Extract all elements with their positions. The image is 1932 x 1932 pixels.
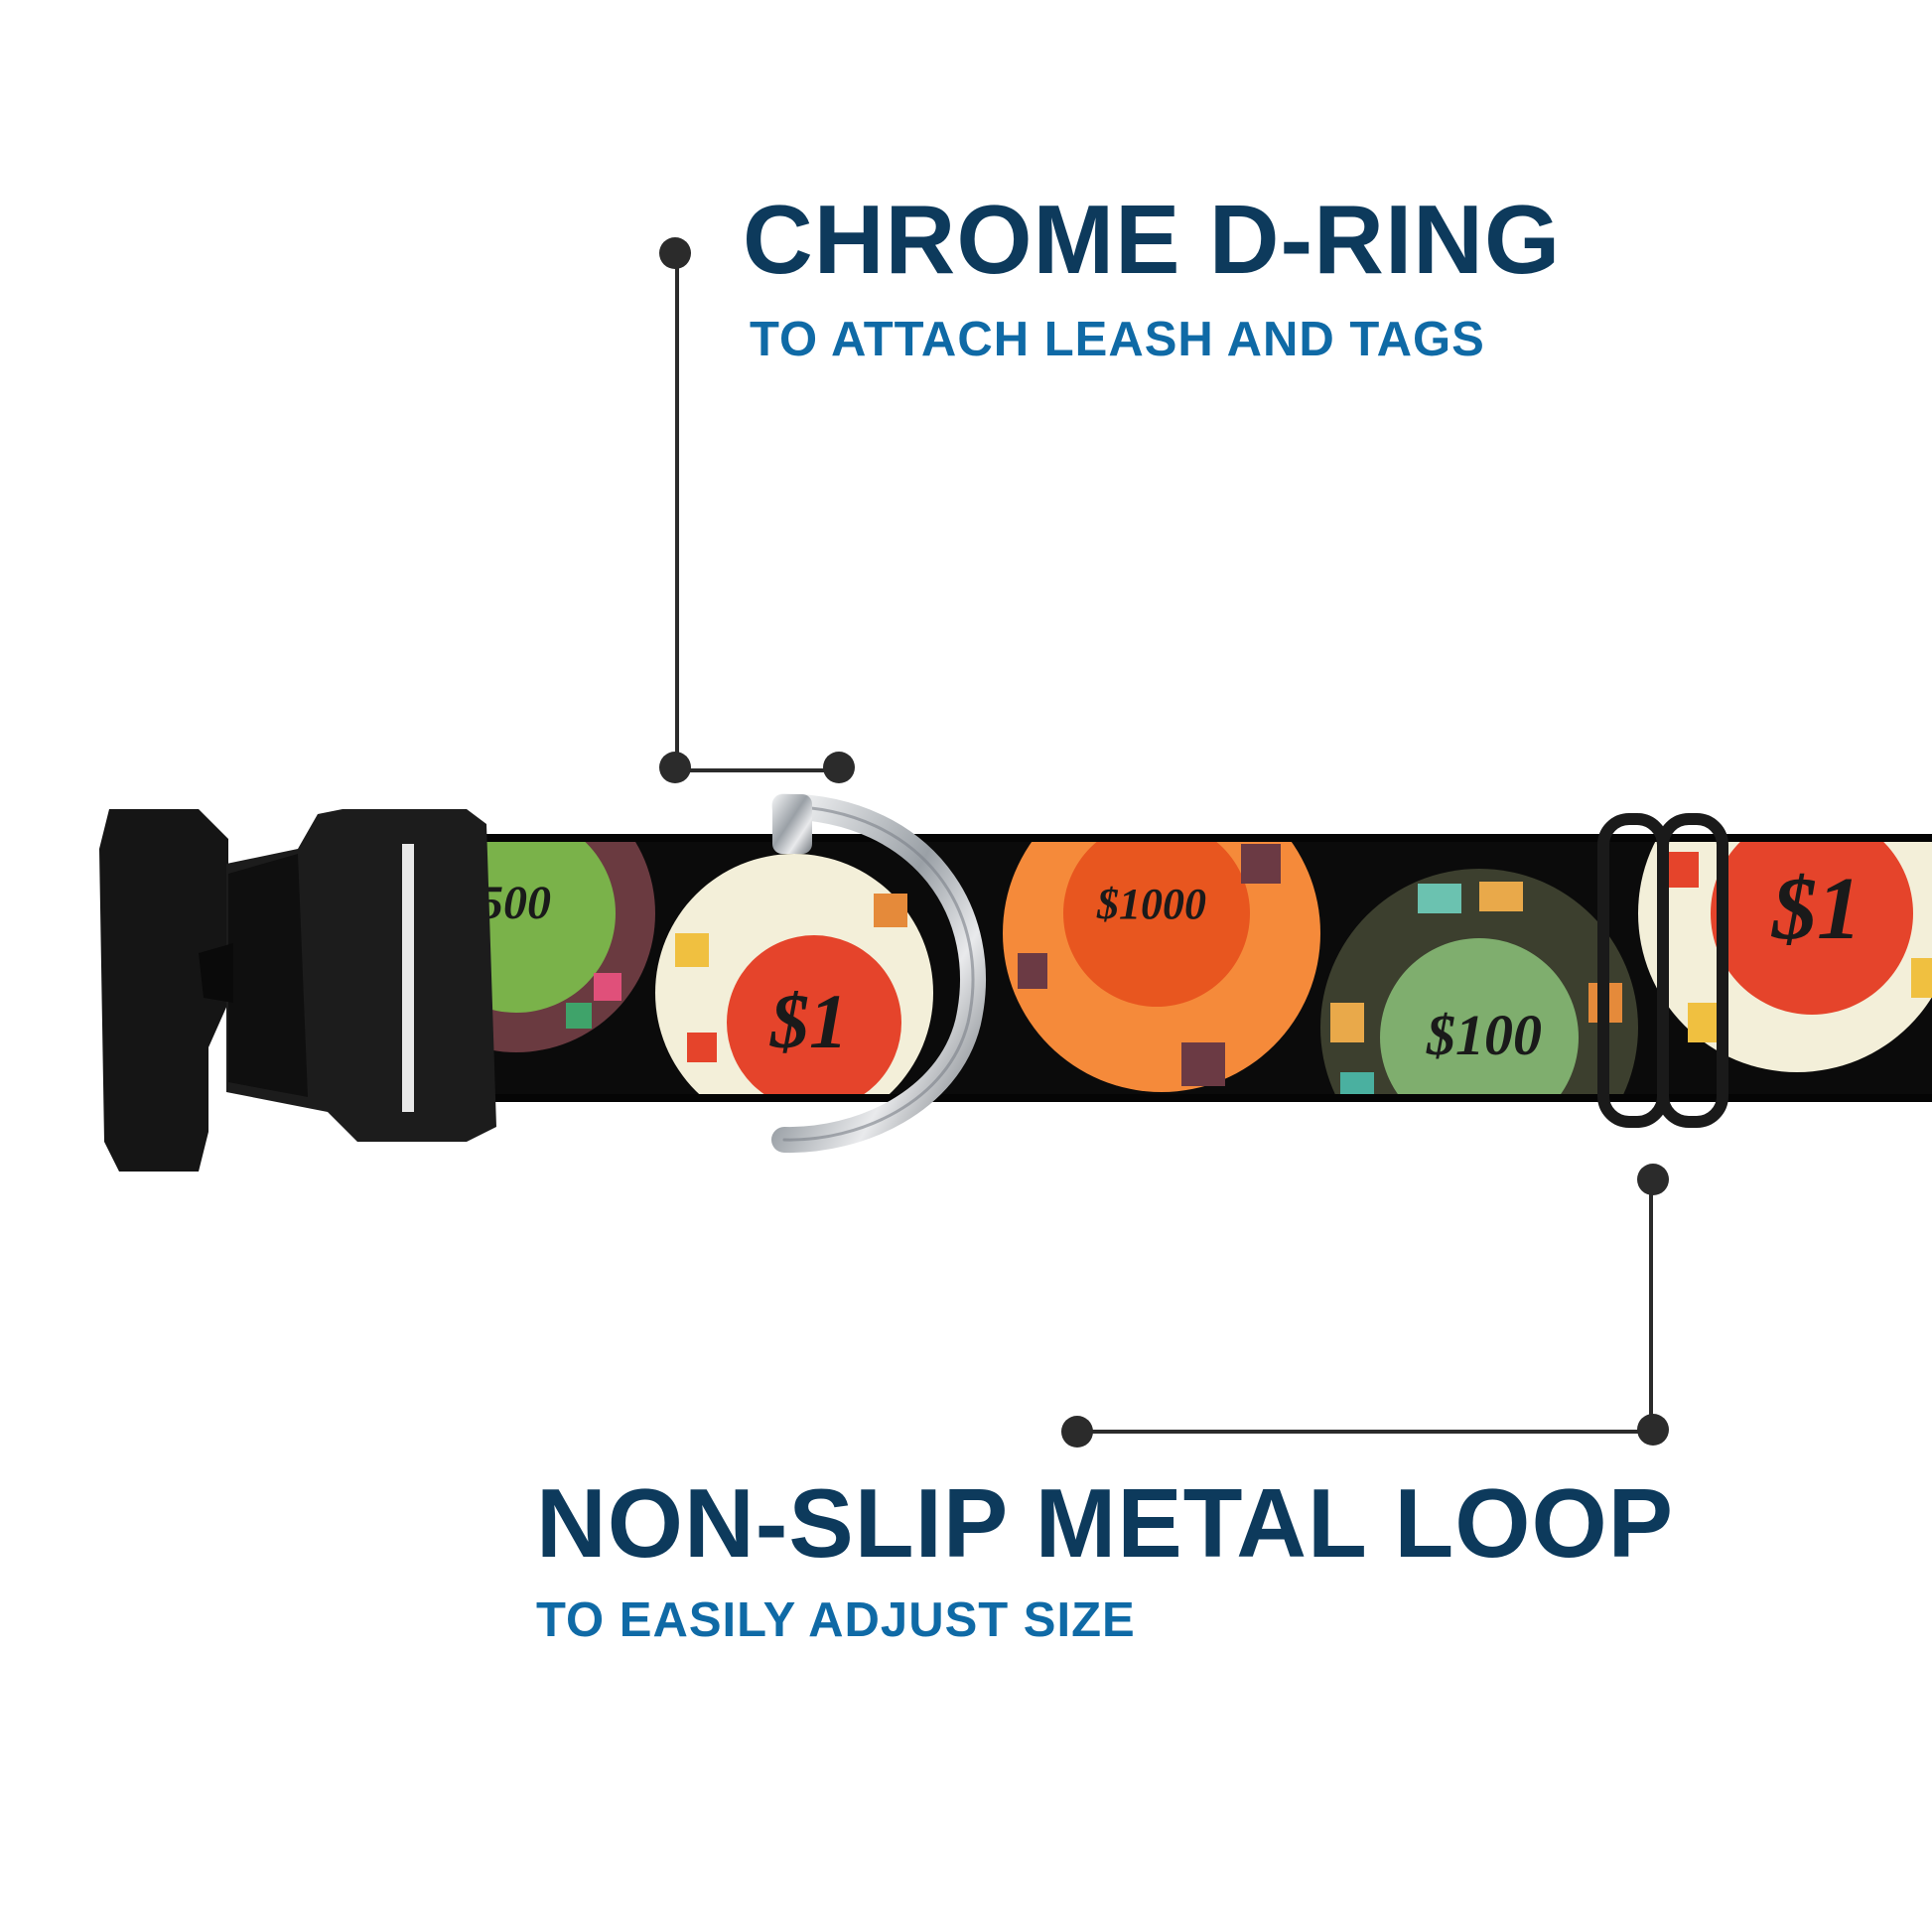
callout-loop-subtitle: TO EASILY ADJUST SIZE xyxy=(536,1593,1136,1647)
chip-1000-label: $1000 xyxy=(1096,880,1206,928)
non-slip-metal-loop xyxy=(1597,813,1728,1128)
callout-d-ring-subtitle: TO ATTACH LEASH AND TAGS xyxy=(750,313,1485,366)
callout-loop-title: NON-SLIP METAL LOOP xyxy=(536,1468,1675,1578)
chip-1-b-label: $1 xyxy=(1770,860,1862,958)
leader-d-ring xyxy=(659,237,855,783)
chip-1000: $1000 xyxy=(1003,834,1320,1092)
chip-1-a-label: $1 xyxy=(769,978,848,1064)
chip-1-a: $1 xyxy=(655,854,933,1102)
leader-metal-loop xyxy=(1061,1164,1669,1448)
side-release-buckle xyxy=(99,809,496,1172)
chrome-d-ring xyxy=(771,793,986,1154)
chip-1-b: $1 xyxy=(1638,834,1932,1072)
callout-d-ring-title: CHROME D-RING xyxy=(743,185,1562,294)
chip-100: $100 xyxy=(1320,869,1638,1102)
chip-100-label: $100 xyxy=(1426,1003,1542,1067)
